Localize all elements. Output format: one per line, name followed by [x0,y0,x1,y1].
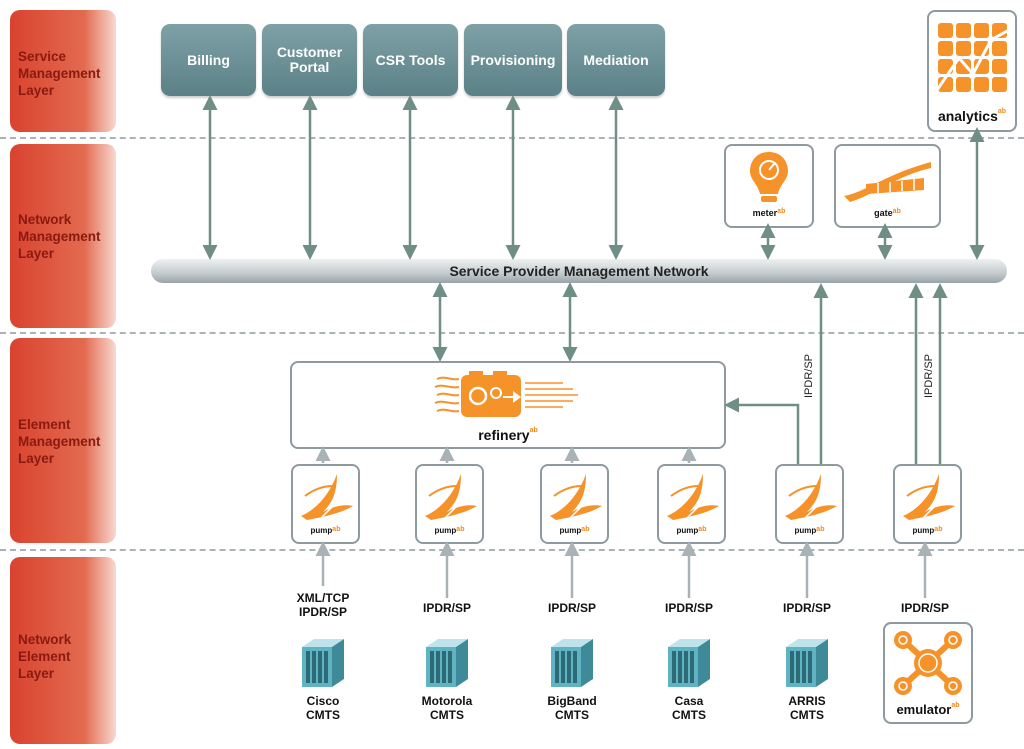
service-customer-portal[interactable]: Customer Portal [262,24,357,96]
device-label-motorola: Motorola CMTS [421,694,473,722]
protocol-label-vertical-2: IPDR/SP [923,353,935,398]
gate-box[interactable]: gateab [834,144,941,228]
layer-band-service [10,10,116,132]
gate-label: gateab [874,208,901,218]
pump-label: pumpab [794,526,825,535]
emulator-label: emulatorab [896,702,960,717]
meter-box[interactable]: meterab [724,144,814,228]
layer-band-element [10,338,116,543]
management-network-bus [151,259,1007,283]
gate-icon [844,162,931,202]
pump-icon [785,474,837,520]
layer-label-element: Element Management Layer [18,417,101,466]
separator-3 [0,549,1024,551]
service-csr-tools[interactable]: CSR Tools [363,24,458,96]
pump-label: pumpab [310,526,341,535]
protocol-label-casa: IPDR/SP [664,601,713,615]
protocol-label-cisco: XML/TCP IPDR/SP [296,591,350,619]
separator-2 [0,332,1024,334]
analytics-icon [935,23,1010,92]
server-icon [551,639,593,687]
service-provisioning[interactable]: Provisioning [464,24,562,96]
layer-label-network-mgmt: Network Management Layer [18,212,101,261]
protocol-label-bigband: IPDR/SP [547,601,596,615]
refinery-label: refineryab [478,427,538,443]
pump-box-3[interactable]: pumpab [540,464,609,544]
refinery-box[interactable]: refineryab [290,361,726,449]
device-label-arris: ARRIS CMTS [788,694,826,722]
server-icon [786,639,828,687]
analytics-label: analyticsab [937,108,1007,124]
pump-icon [903,474,955,520]
layer-band-network-mgmt [10,144,116,328]
server-icon [668,639,710,687]
pump-icon [301,474,353,520]
service-billing[interactable]: Billing [161,24,256,96]
pump-box-4[interactable]: pumpab [657,464,726,544]
layer-label-network-element: Network Element Layer [18,632,72,681]
pump-icon [550,474,602,520]
device-label-cisco: Cisco CMTS [306,694,340,722]
emulator-icon [894,631,962,695]
emulator-box[interactable]: emulatorab [883,622,973,724]
layer-label-service: Service Management Layer [18,49,101,98]
pump-box-1[interactable]: pumpab [291,464,360,544]
server-icon [302,639,344,687]
protocol-label-arris: IPDR/SP [782,601,831,615]
pump-icon [667,474,719,520]
management-network-label: Service Provider Management Network [449,263,709,279]
device-label-casa: Casa CMTS [672,694,706,722]
meter-icon [750,152,788,202]
refinery-icon [434,371,578,417]
server-icon [426,639,468,687]
pump-label: pumpab [912,526,943,535]
pump-label: pumpab [559,526,590,535]
pump-label: pumpab [676,526,707,535]
meter-label: meterab [752,208,786,218]
protocol-label-emulator: IPDR/SP [900,601,949,615]
service-mediation[interactable]: Mediation [567,24,665,96]
pump-box-5[interactable]: pumpab [775,464,844,544]
pump-icon [425,474,477,520]
pump-label: pumpab [434,526,465,535]
device-label-bigband: BigBand CMTS [547,694,597,722]
protocol-label-motorola: IPDR/SP [422,601,471,615]
layer-band-network-element [10,557,116,744]
protocol-label-vertical-1: IPDR/SP [803,353,815,398]
